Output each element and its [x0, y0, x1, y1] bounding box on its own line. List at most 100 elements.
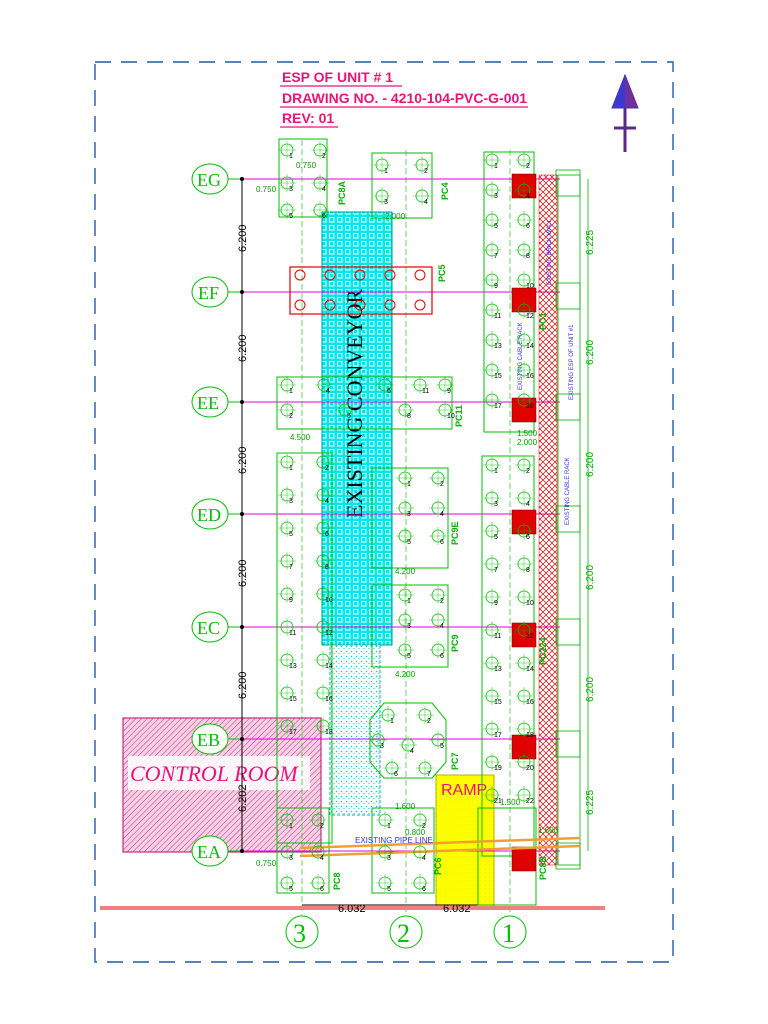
- pile-top-right-15-number: 15: [494, 373, 502, 380]
- pc-label-pc4: PC4: [440, 182, 450, 200]
- pile-bottom-mid-2-number: 2: [422, 823, 426, 830]
- pile-pc11-2-number: 2: [289, 413, 293, 420]
- pc-label-pc8a: PC8A: [337, 180, 347, 205]
- existing-pipe-line: EXISTING PIPE LINE: [299, 836, 581, 858]
- pile-bottom-left-2-number: 2: [320, 823, 324, 830]
- svg-text:2.000: 2.000: [385, 212, 406, 221]
- grid-bubble-ea: EA: [191, 835, 229, 867]
- pile-right-12-number: 12: [526, 633, 534, 640]
- pile-top-right-10-number: 10: [526, 283, 534, 290]
- grid-bubble-ee: EE: [191, 386, 229, 418]
- pile-top-right-2-number: 2: [526, 163, 530, 170]
- pile-cap-pc8a-outline: [278, 138, 328, 218]
- pile-top-right-3-number: 3: [494, 193, 498, 200]
- pc-label-pc5: PC5: [437, 264, 447, 282]
- pile-cap-right-column-outline: [481, 455, 535, 857]
- pile-cap-pc4-outline: [371, 152, 433, 219]
- pile-right-21-number: 21: [494, 798, 502, 805]
- svg-text:6.032: 6.032: [338, 903, 366, 915]
- pile-left-13-number: 13: [289, 663, 297, 670]
- pile-pc7-2-number: 2: [427, 718, 431, 725]
- pile-bottom-left-3-number: 3: [289, 855, 293, 862]
- control-room: CONTROL ROOM: [122, 717, 322, 853]
- dim-eb-ea: 6.202: [237, 784, 249, 812]
- pc-label-pc7: PC7: [450, 752, 460, 770]
- pile-pc7-4-number: 4: [410, 748, 414, 755]
- left-dimension-chain: 6.200 6.200 6.200 6.200 6.200 6.202: [237, 177, 249, 853]
- pile-bottom-left-6-number: 6: [320, 886, 324, 893]
- grid-bubble-eg: EG: [191, 163, 229, 195]
- pile-bottom-left-5-number: 5: [289, 886, 293, 893]
- svg-text:1.500: 1.500: [500, 798, 521, 807]
- svg-text:6.200: 6.200: [585, 565, 596, 590]
- pc-label-pc8: PC8: [332, 872, 342, 890]
- grid-bubble-ed: ED: [191, 498, 229, 530]
- pile-top-right-11-number: 11: [494, 313, 501, 320]
- pile-right-6-number: 6: [526, 534, 530, 541]
- pile-pc9e-5-number: 5: [407, 539, 411, 546]
- pile-pc11-5-number: 5: [347, 413, 351, 420]
- dim-ef-ee: 6.200: [237, 334, 249, 362]
- control-room-label: CONTROL ROOM: [130, 761, 299, 786]
- pile-top-right-18-number: 18: [526, 403, 534, 410]
- pile-top-right-6-number: 6: [526, 223, 530, 230]
- pile-pc4-1-number: 1: [384, 168, 388, 175]
- svg-text:4.200: 4.200: [395, 670, 416, 679]
- svg-text:4.200: 4.200: [395, 567, 416, 576]
- pile-pc9e-2-number: 2: [440, 481, 444, 488]
- pile-top-right-17-number: 17: [494, 403, 502, 410]
- pile-left-16-number: 16: [325, 696, 333, 703]
- svg-text:6.225: 6.225: [585, 790, 596, 815]
- svg-text:1.600: 1.600: [538, 826, 559, 835]
- svg-text:1: 1: [502, 919, 515, 948]
- pile-right-20-number: 20: [526, 765, 534, 772]
- pile-pc9-3-number: 3: [407, 623, 411, 630]
- dim-eg-ef: 6.200: [237, 224, 249, 252]
- pile-cap-pc8-outline: [276, 807, 330, 894]
- svg-text:EE: EE: [197, 393, 219, 413]
- pile-pc7-3-number: 3: [380, 743, 384, 750]
- pile-pc9e-4-number: 4: [440, 511, 444, 518]
- pc-label-pc9e: PC9E: [450, 521, 460, 545]
- pile-right-7-number: 7: [494, 567, 498, 574]
- pile-top-right-7-number: 7: [494, 253, 498, 260]
- pile-pc7-6-number: 6: [394, 771, 398, 778]
- grid-bubble-ec: EC: [191, 611, 229, 643]
- pile-pc7-7-number: 7: [427, 771, 431, 778]
- pc-label-pc11: PC11: [454, 405, 464, 427]
- svg-text:EF: EF: [198, 283, 219, 303]
- pile-right-14-number: 14: [526, 666, 534, 673]
- pile-pc8a-4-number: 4: [322, 186, 326, 193]
- pile-left-12-number: 12: [325, 630, 333, 637]
- pile-pc4-2-number: 2: [424, 168, 428, 175]
- title-line-2: DRAWING NO. - 4210-104-PVC-G-001: [282, 90, 527, 106]
- svg-text:2.000: 2.000: [517, 438, 538, 447]
- title-line-3: REV: 01: [282, 110, 334, 126]
- pile-pc8a-5-number: 5: [289, 213, 293, 220]
- pile-right-10-number: 10: [526, 600, 534, 607]
- pile-top-right-8-number: 8: [526, 253, 530, 260]
- pile-pc11-11-number: 11: [422, 388, 429, 395]
- pile-left-7-number: 7: [289, 564, 293, 571]
- pile-right-22-number: 22: [526, 798, 534, 805]
- pile-bottom-left-1-number: 1: [289, 823, 293, 830]
- pile-left-11-number: 11: [289, 630, 296, 637]
- pile-pc8a-3-number: 3: [289, 186, 293, 193]
- pile-left-2-number: 2: [325, 465, 329, 472]
- conveyor-label: EXISTING CONVEYOR: [342, 289, 367, 518]
- pile-bottom-mid-6-number: 6: [422, 886, 426, 893]
- pile-right-13-number: 13: [494, 666, 502, 673]
- pile-top-right-4-number: 4: [526, 193, 530, 200]
- pile-top-right-9-number: 9: [494, 283, 498, 290]
- svg-text:0.750: 0.750: [296, 161, 317, 170]
- pile-bottom-mid-3-number: 3: [387, 855, 391, 862]
- pile-pc7-1-number: 1: [390, 718, 394, 725]
- pile-pc11-1-number: 1: [289, 388, 293, 395]
- pile-pc9e-3-number: 3: [407, 511, 411, 518]
- pile-left-18-number: 18: [325, 729, 333, 736]
- grid-bubble-col-1: 1: [493, 915, 527, 949]
- pile-right-18-number: 18: [526, 732, 534, 739]
- pile-top-right-1-number: 1: [494, 163, 498, 170]
- pile-top-right-14-number: 14: [526, 343, 534, 350]
